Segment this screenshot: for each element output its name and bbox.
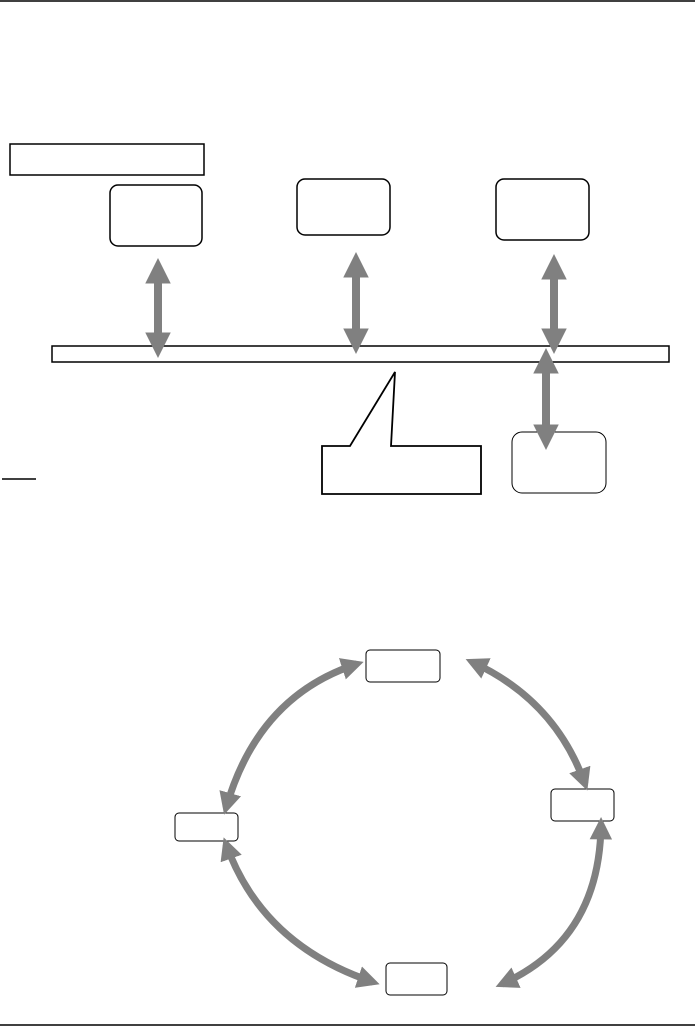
ring-node-top: [365, 649, 441, 683]
bus-line: [51, 345, 670, 363]
bus-node-1: [109, 184, 203, 247]
bus-topology: [2, 143, 670, 495]
ring-topology: [174, 649, 615, 996]
bus-node-4: [511, 431, 607, 494]
ring-node-right: [550, 788, 615, 822]
ring-arrow-left-bottom: [220, 837, 380, 988]
bus-label-box: [9, 143, 205, 176]
ring-arrow-top-left: [219, 658, 364, 815]
ring-node-bottom: [385, 962, 448, 996]
ring-node-left: [174, 812, 239, 842]
callout-box: [321, 371, 482, 495]
ring-arrow-right-bottom: [495, 817, 613, 988]
ring-arrow-top-right: [465, 658, 591, 791]
bus-node-2: [296, 178, 391, 236]
bus-node-3: [495, 178, 590, 241]
